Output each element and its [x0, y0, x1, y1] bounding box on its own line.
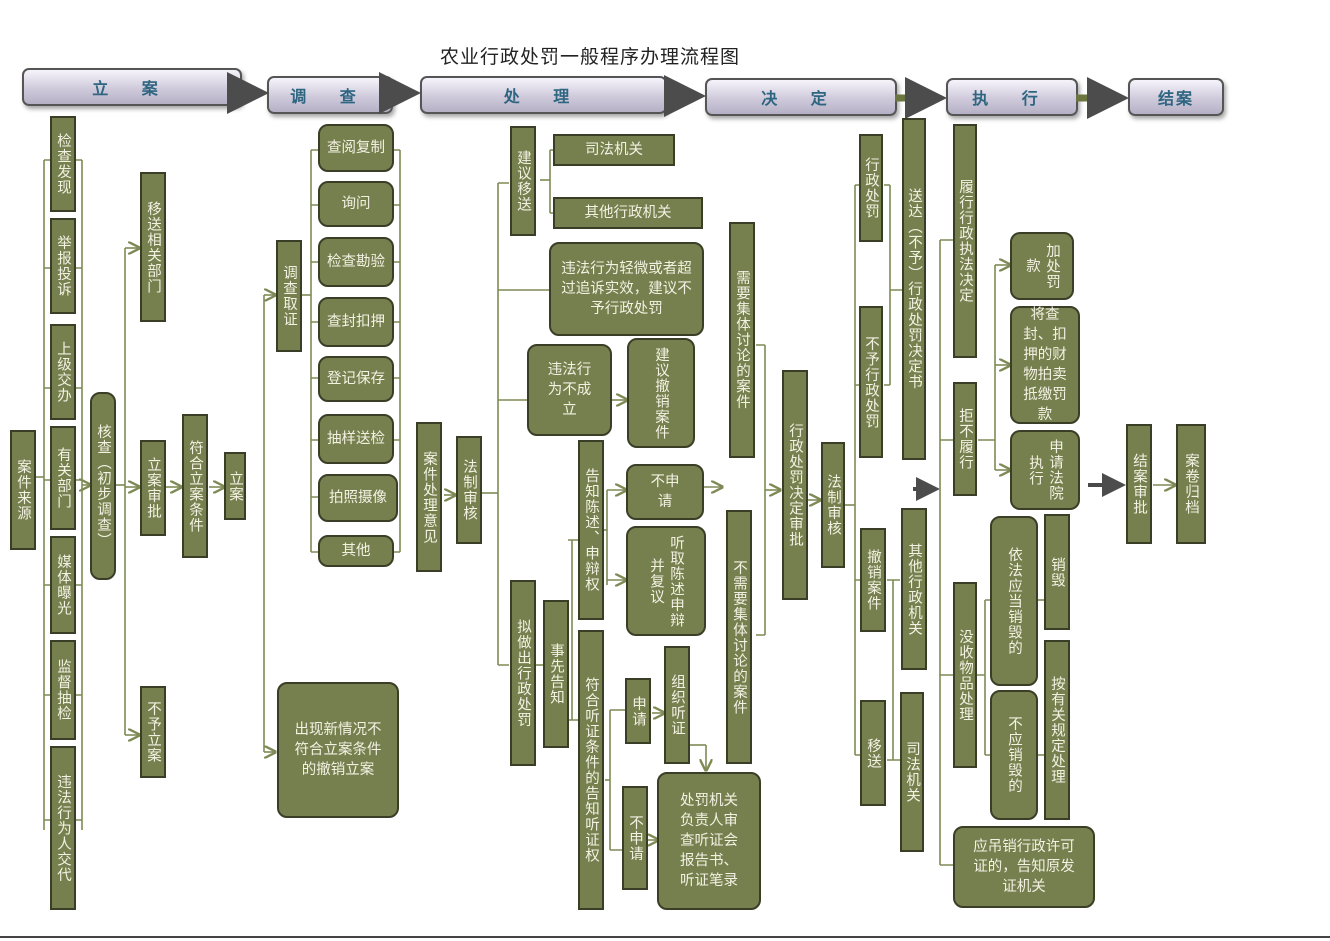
node-legal-review-1: 法制审核: [456, 436, 482, 544]
node-hearing-report-review: 处罚机关负责人审查听证会报告书、听证笔录: [657, 772, 761, 910]
node-judicial-organ-1: 司法机关: [553, 134, 675, 166]
node-apply-court-enforcement: 申请法院执行: [1010, 430, 1080, 510]
node-no-admin-penalty: 不予行政处罚: [859, 306, 883, 458]
stage-decision: 决 定: [705, 78, 897, 116]
node-organize-hearing: 组织听证: [664, 646, 690, 764]
node-legal-review-2: 法制审核: [821, 442, 845, 568]
node-inquiry: 询问: [318, 181, 394, 227]
node-suggest-revoke-case: 建议撤销案件: [627, 338, 695, 448]
node-investigate-evidence: 调查取证: [276, 240, 302, 352]
stage-arrows: [227, 72, 1129, 119]
diagram-title: 农业行政处罚一般程序办理流程图: [440, 46, 741, 68]
node-minor-violation: 违法行为轻微或者超过追诉实效，建议不予行政处罚: [549, 242, 704, 336]
node-revoke-filing: 出现新情况不符合立案条件的撤销立案: [277, 682, 399, 818]
node-relevant-departments: 有关部门: [50, 426, 76, 530]
node-apply: 申请: [625, 678, 651, 744]
node-violation-not-established: 违法行为不成立: [527, 344, 612, 436]
node-suggest-transfer: 建议移送: [510, 126, 536, 236]
node-admin-penalty: 行政处罚: [859, 134, 883, 242]
node-collective-discussion: 需要集体讨论的案件: [729, 222, 755, 458]
node-inspection-survey: 检查勘验: [318, 237, 394, 287]
node-report-complaint: 举报投诉: [50, 218, 76, 314]
node-supervision-sampling: 监督抽检: [50, 640, 76, 740]
node-refuse-fulfill: 拒不履行: [953, 382, 977, 496]
node-additional-fine: 加处罚款: [1010, 232, 1074, 300]
node-notice-statement-defense: 告知陈述、申辩权: [578, 440, 604, 620]
node-no-application-1: 不申请: [626, 464, 704, 520]
node-sampling-test: 抽样送检: [318, 414, 394, 464]
stage-closing: 结案: [1128, 78, 1224, 116]
node-intend-penalty: 拟做出行政处罚: [510, 580, 536, 766]
node-case-handling-opinion: 案件处理意见: [416, 422, 442, 572]
node-revoke-case: 撤销案件: [860, 528, 886, 632]
node-auction-seized-property: 将查封、扣押的财物拍卖抵缴罚款: [1010, 306, 1080, 424]
node-closing-approval: 结案审批: [1126, 424, 1152, 544]
node-superior-assigned: 上级交办: [50, 324, 76, 420]
node-no-collective-discussion: 不需要集体讨论的案件: [726, 510, 752, 764]
node-meets-filing-conditions: 符合立案条件: [182, 414, 208, 558]
node-preliminary-check: 核查（初步调查）: [90, 392, 116, 580]
node-no-filing: 不予立案: [140, 686, 166, 778]
stage-execution: 执 行: [946, 78, 1078, 116]
node-register-preserve: 登记保存: [318, 356, 394, 402]
node-other-admin-organ-1: 其他行政机关: [553, 197, 703, 229]
node-violator-confession: 违法行为人交代: [50, 746, 76, 910]
node-penalty-decision-approval: 行政处罚决定审批: [782, 370, 808, 600]
node-transfer: 移送: [860, 700, 886, 806]
node-filing-approval: 立案审批: [140, 440, 166, 536]
node-hearing-conditions-notice: 符合听证条件的告知听证权: [578, 630, 604, 910]
node-should-destroy: 依法应当销毁的: [990, 516, 1038, 686]
node-photo-video: 拍照摄像: [318, 474, 398, 522]
node-other-admin-organ-2: 其他行政机关: [901, 508, 927, 670]
node-seal-detain: 查封扣押: [318, 297, 394, 347]
node-handle-per-regulations: 按有关规定处理: [1044, 640, 1070, 820]
node-revoke-license-notice: 应吊销行政许可证的，告知原发证机关: [953, 826, 1095, 908]
node-filing: 立案: [224, 452, 246, 520]
node-hear-statement-review: 听取陈述申辩并复议: [626, 526, 706, 636]
node-fulfill-decision: 履行行政执法决定: [953, 124, 977, 358]
node-should-not-destroy: 不应销毁的: [990, 690, 1038, 820]
node-no-application-2: 不申请: [622, 786, 648, 890]
node-other-methods: 其他: [318, 535, 394, 567]
node-destroy: 销毁: [1044, 514, 1070, 630]
node-transfer-departments: 移送相关部门: [140, 172, 166, 322]
node-case-source: 案件来源: [10, 430, 36, 550]
node-confiscated-items: 没收物品处理: [953, 582, 977, 768]
node-prior-notice: 事先告知: [543, 600, 569, 748]
node-judicial-organ-2: 司法机关: [900, 692, 924, 852]
node-serve-decision: 送达（不予）行政处罚决定书: [902, 118, 926, 460]
node-consult-copy: 查阅复制: [318, 124, 394, 172]
node-inspection-found: 检查发现: [50, 116, 76, 212]
node-media-exposure: 媒体曝光: [50, 536, 76, 634]
node-file-archive: 案卷归档: [1176, 424, 1206, 544]
stage-handling: 处 理: [420, 76, 667, 114]
bottom-border: [0, 936, 1330, 938]
